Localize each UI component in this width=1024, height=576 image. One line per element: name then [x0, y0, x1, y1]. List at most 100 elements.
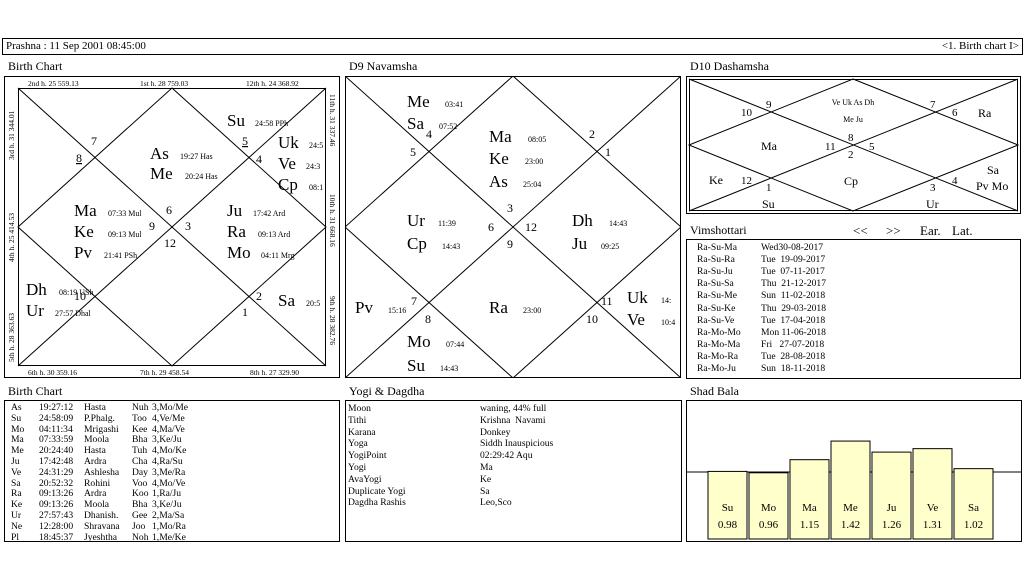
later-button[interactable]: Lat.	[952, 223, 973, 238]
svg-text:19:27 Has: 19:27 Has	[180, 152, 213, 161]
table-cell: Ju	[11, 456, 20, 467]
table-cell: Ur	[11, 510, 22, 521]
svg-text:08:19 USh: 08:19 USh	[59, 288, 93, 297]
table-cell: Mo	[11, 423, 25, 435]
svg-text:Ra: Ra	[227, 222, 246, 241]
table-cell: Gee	[132, 510, 148, 521]
sign-number: 4	[426, 127, 432, 141]
svg-text:Mo: Mo	[227, 243, 251, 262]
planet-group: Su	[762, 197, 775, 211]
svg-text:03:41: 03:41	[445, 100, 463, 109]
dasha-date: Mon 11-06-2018	[761, 326, 826, 338]
table-cell: 07:33:59	[39, 434, 74, 446]
svg-text:Pv: Pv	[74, 243, 92, 262]
bar-label: Ma	[802, 502, 817, 514]
bar-label: Me	[843, 502, 858, 514]
yogi-label: Yogi	[348, 462, 367, 473]
next-dasha-button[interactable]: >>	[886, 223, 901, 238]
table-cell: Voo	[132, 477, 148, 489]
svg-text:Ra: Ra	[489, 298, 508, 317]
dasha-period: Ra-Mo-Ma	[697, 338, 741, 350]
cusp-7th: 7th h. 29 458.54	[140, 368, 189, 377]
yogi-label: Karana	[348, 426, 376, 438]
chart-selector[interactable]: <1. Birth chart I>	[941, 40, 1019, 52]
bar-value: 0.96	[759, 519, 779, 531]
cusp-8th: 8th h. 27 329.90	[250, 368, 299, 377]
svg-text:08:1: 08:1	[309, 183, 323, 192]
table-cell: 12:28:00	[39, 520, 74, 532]
svg-text:Sa: Sa	[407, 114, 424, 133]
sign-number: 10	[741, 107, 753, 119]
table-cell: 3,Ke/Ju	[152, 499, 182, 511]
dashamsha-title: D10 Dashamsha	[690, 59, 769, 73]
svg-text:Ve: Ve	[278, 154, 296, 173]
table-cell: 3,Me/Ra	[152, 466, 186, 478]
svg-text:07:52: 07:52	[439, 122, 457, 131]
bar-su	[707, 470, 748, 540]
table-cell: Ashlesha	[84, 466, 120, 478]
svg-text:Me: Me	[407, 92, 430, 111]
dasha-date: Thu 29-03-2018	[761, 302, 827, 314]
cusp-2nd: 2nd h. 25 559.13	[28, 79, 79, 88]
birth-chart[interactable]: 2nd h. 25 559.13 1st h. 28 759.03 12th h…	[4, 76, 340, 378]
sign-number: 12	[525, 220, 537, 234]
dasha-period: Ra-Su-Ma	[697, 242, 737, 253]
svg-text:Ju: Ju	[227, 201, 243, 220]
sign-number: 1	[766, 182, 772, 194]
table-cell: Tuh	[132, 445, 148, 457]
table-cell: Joo	[132, 520, 146, 532]
bar-value: 1.26	[882, 519, 902, 531]
table-cell: 09:13:26	[39, 499, 74, 511]
svg-text:07:44: 07:44	[446, 340, 464, 349]
svg-text:Uk: Uk	[278, 133, 299, 152]
planet-group: Ra	[978, 106, 992, 120]
yogi-value: 02:29:42 Aqu	[480, 450, 533, 462]
svg-text:Ur: Ur	[407, 211, 425, 230]
planet-entry: Me 03:41	[407, 92, 463, 111]
table-cell: Too	[132, 412, 147, 424]
bar-mo	[748, 472, 789, 540]
bar-sa	[953, 468, 994, 540]
sign-number: 1	[242, 305, 248, 319]
cusp-10th: 10th h. 31 668.16	[328, 194, 337, 247]
planet-group: Ur	[926, 197, 939, 211]
yogi-value: waning, 44% full	[480, 403, 547, 414]
svg-text:Sa: Sa	[278, 291, 295, 310]
table-cell: Bha	[132, 499, 148, 511]
yogi-value: Leo,Sco	[480, 497, 512, 509]
svg-text:25:04: 25:04	[523, 180, 541, 189]
earlier-button[interactable]: Ear.	[920, 223, 941, 238]
svg-text:10:4: 10:4	[661, 318, 675, 327]
svg-text:Me: Me	[150, 164, 173, 183]
sign-number: 6	[488, 220, 494, 234]
table-cell: 4,Mo/Ve	[152, 477, 186, 489]
svg-text:14:43: 14:43	[440, 364, 458, 373]
bar-label: Sa	[968, 502, 979, 514]
dasha-date: Tue 28-08-2018	[761, 350, 826, 362]
bar-ve	[912, 448, 953, 540]
dasha-date: Tue 07-11-2017	[761, 266, 825, 278]
table-cell: Me	[11, 445, 24, 457]
table-cell: Sa	[11, 477, 21, 489]
table-cell: Su	[11, 412, 22, 424]
table-cell: 3,Ke/Ju	[152, 434, 182, 446]
svg-text:14:43: 14:43	[609, 219, 627, 228]
table-cell: 24:31:29	[39, 466, 74, 478]
previous-dasha-button[interactable]: <<	[853, 223, 868, 238]
vimshottari-title: Vimshottari	[690, 223, 747, 237]
dashamsha-chart[interactable]: 9 10 7 6 8 11 5 2 12 1 3 4 Ve Uk As Dh M…	[686, 76, 1021, 214]
table-cell: Koo	[132, 488, 149, 500]
svg-text:As: As	[489, 172, 508, 191]
